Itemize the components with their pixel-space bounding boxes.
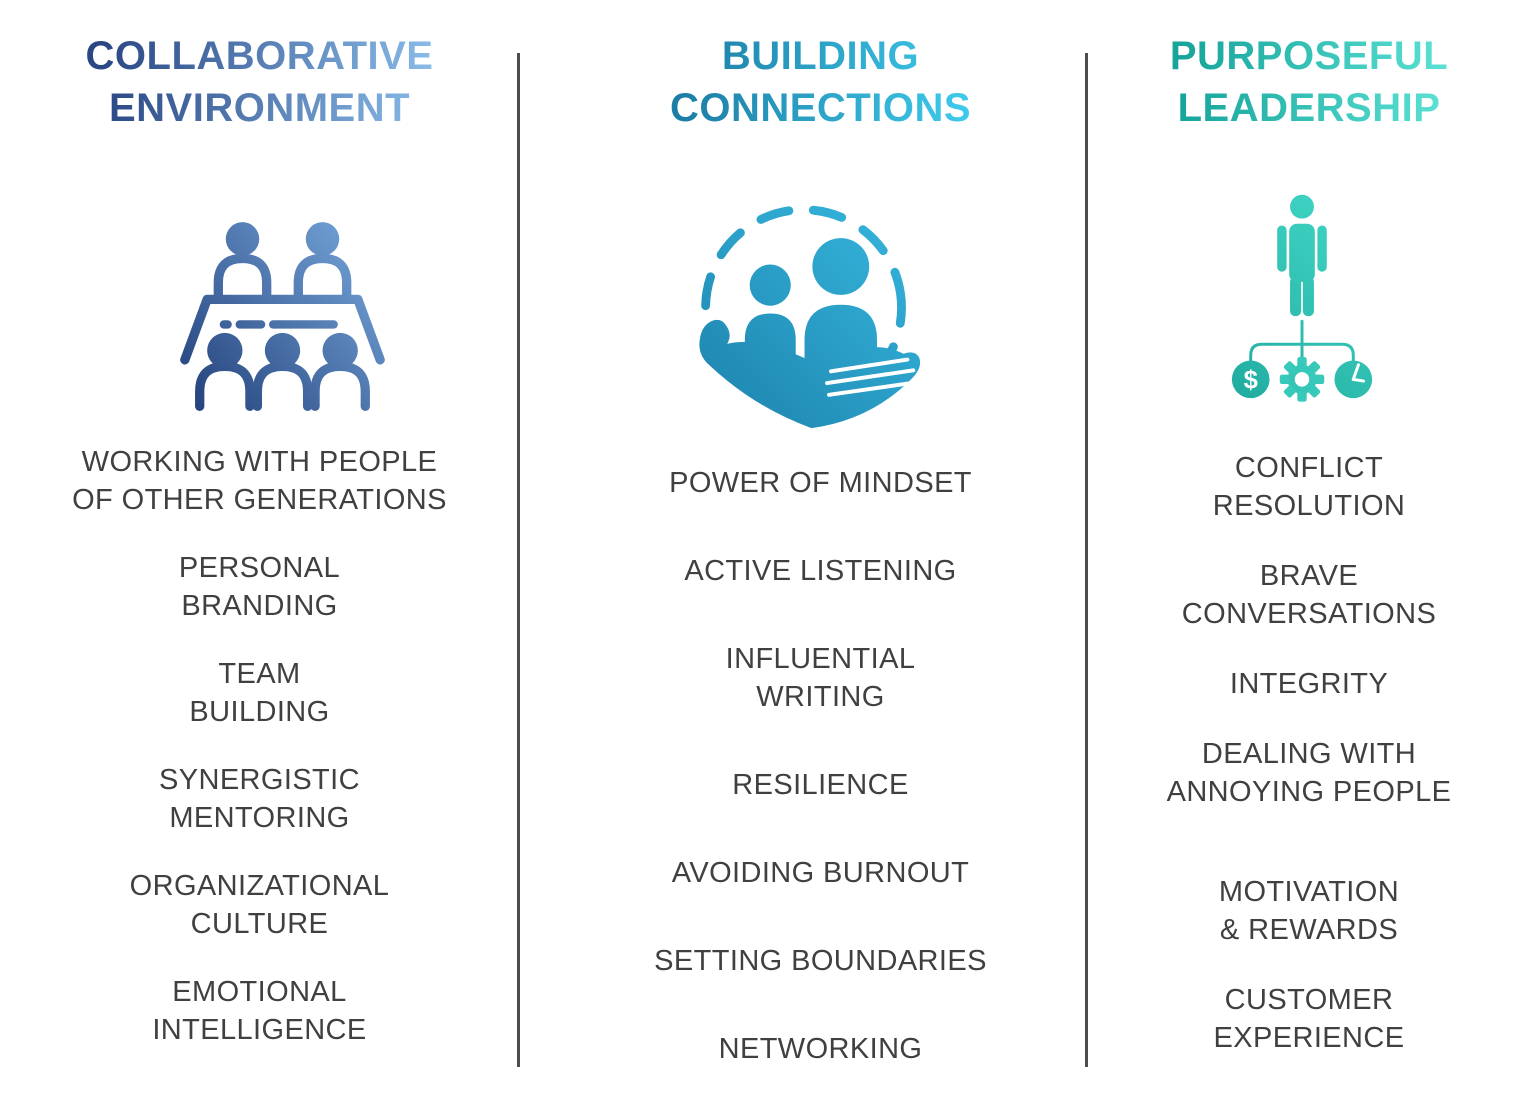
list-item: CUSTOMER EXPERIENCE: [1213, 984, 1405, 1054]
leader-org-chart-icon: $: [1211, 193, 1393, 405]
list-item: RESILIENCE: [732, 769, 909, 801]
column-collaborative-environment: COLLABORATIVE ENVIRONMENT: [0, 0, 519, 1106]
column-purposeful-leadership: PURPOSEFUL LEADERSHIP: [1086, 0, 1532, 1106]
list-item: MOTIVATION & REWARDS: [1218, 876, 1400, 946]
list-item: SETTING BOUNDARIES: [654, 945, 987, 977]
list-item: INTEGRITY: [1229, 668, 1389, 700]
column-title-purposeful-leadership: PURPOSEFUL LEADERSHIP: [1170, 30, 1448, 134]
meeting-table-icon: [166, 211, 399, 412]
list-item: INFLUENTIAL WRITING: [725, 643, 916, 713]
list-item: BRAVE CONVERSATIONS: [1181, 560, 1437, 630]
svg-text:$: $: [1244, 367, 1258, 395]
list-item: DEALING WITH ANNOYING PEOPLE: [1166, 738, 1452, 808]
column-divider: [517, 53, 520, 1067]
list-item: CONFLICT RESOLUTION: [1212, 452, 1406, 522]
list-item: EMOTIONAL INTELLIGENCE: [152, 976, 367, 1046]
list-item: ORGANIZATIONAL CULTURE: [129, 870, 390, 940]
list-item: POWER OF MINDSET: [669, 467, 972, 499]
hand-holding-people-icon: [684, 195, 929, 435]
list-item: PERSONAL BRANDING: [178, 552, 341, 622]
topic-list-building-connections: POWER OF MINDSET ACTIVE LISTENING INFLUE…: [654, 464, 987, 1118]
column-title-building-connections: BUILDING CONNECTIONS: [670, 30, 971, 134]
topic-list-purposeful-leadership: CONFLICT RESOLUTION BRAVE CONVERSATIONS …: [1167, 449, 1452, 1089]
list-item: AVOIDING BURNOUT: [671, 857, 970, 889]
list-item: WORKING WITH PEOPLE OF OTHER GENERATIONS: [72, 446, 447, 516]
column-title-collaborative-environment: COLLABORATIVE ENVIRONMENT: [86, 30, 434, 134]
column-divider: [1085, 53, 1088, 1067]
column-building-connections: BUILDING CONNECTIONS: [519, 0, 1086, 1106]
list-item: SYNERGISTIC MENTORING: [158, 764, 360, 834]
list-item: NETWORKING: [718, 1033, 923, 1065]
topic-list-collaborative-environment: WORKING WITH PEOPLE OF OTHER GENERATIONS…: [72, 443, 447, 1079]
list-item: ACTIVE LISTENING: [684, 555, 957, 587]
list-item: TEAM BUILDING: [189, 658, 330, 728]
